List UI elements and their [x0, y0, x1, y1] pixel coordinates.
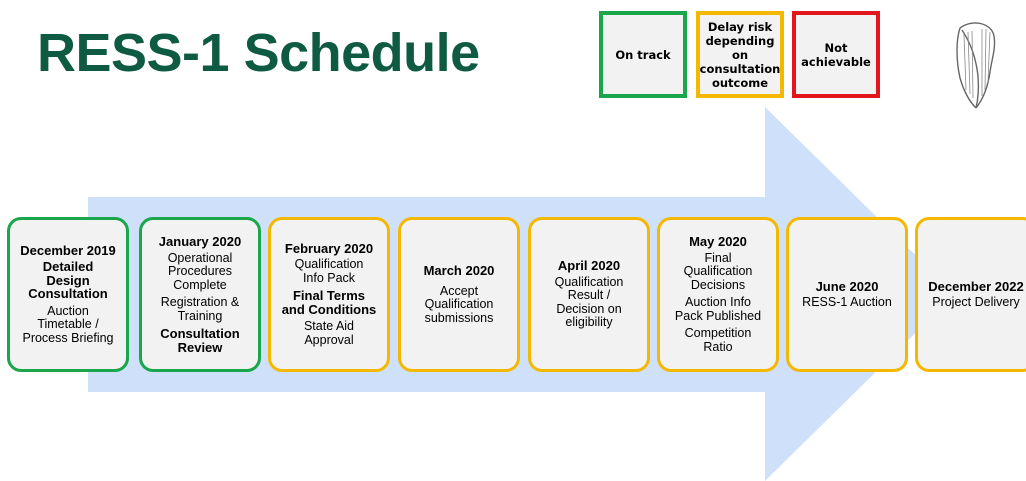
stage-date: May 2020 [689, 234, 747, 249]
stage-line: State Aid [303, 319, 355, 334]
stage-date: March 2020 [423, 263, 495, 278]
legend-on-track-label: On track [615, 47, 671, 62]
stage-line: Competition [684, 326, 752, 340]
stage-line: Detailed [42, 259, 94, 275]
legend-delay-line: outcome [711, 75, 769, 90]
stage-line: Review [177, 339, 223, 355]
stage-line: Qualification [554, 274, 624, 289]
stage-line: submissions [424, 310, 494, 325]
stage-line: RESS-1 Auction [802, 295, 892, 309]
stage-date: December 2019 [20, 242, 116, 258]
stage-line: Decisions [690, 277, 746, 292]
stage-line: Process Briefing [22, 330, 114, 345]
harp-crest-icon [956, 22, 996, 109]
stage-line: and Conditions [281, 301, 377, 317]
legend-delay-line: depending [705, 33, 775, 48]
stage-line: Info Pack [302, 270, 356, 285]
stage-line: Auction Info [684, 295, 751, 309]
stage-line: Consultation [160, 326, 240, 341]
stage-line: Qualification [294, 257, 364, 272]
stage-line: Design [46, 272, 90, 288]
stage-line: Registration & [160, 295, 240, 309]
stage-line: Procedures [168, 264, 232, 278]
stage-date: December 2022 [928, 278, 1024, 294]
legend-not-achievable-line: Not [824, 40, 848, 55]
stage-line: Final [704, 250, 732, 265]
stage-line: Qualification [424, 297, 494, 311]
legend-on-track: On track [599, 11, 687, 98]
stage-line: Ratio [703, 339, 733, 354]
legend-delay-risk: Delay risk depending on consultation out… [696, 11, 784, 98]
stage-line: Project Delivery [932, 295, 1020, 309]
stage-line: Operational [167, 250, 233, 265]
stage-line: Accept [439, 283, 479, 298]
stage-line: Timetable / [37, 317, 99, 332]
legend-delay-line: consultation [699, 61, 781, 76]
stage-line: Result / [567, 288, 611, 303]
stage-line: Qualification [683, 264, 753, 278]
legend-delay-line: Delay risk [707, 19, 773, 34]
legend-delay-line: on [731, 47, 749, 62]
legend-not-achievable-line: achievable [801, 54, 871, 69]
stage-date: January 2020 [158, 234, 242, 249]
stage-line: Complete [173, 277, 227, 292]
stage-line: Auction [47, 303, 89, 318]
stage-line: Training [177, 308, 223, 323]
legend-not-achievable: Not achievable [792, 11, 880, 98]
stage-line: Decision on [556, 301, 622, 316]
stage-date: February 2020 [284, 240, 374, 256]
stage-line: Consultation [28, 286, 108, 302]
page-title: RESS-1 Schedule [37, 23, 480, 83]
stage-line: Final Terms [292, 288, 365, 304]
stage-line: Approval [304, 332, 354, 347]
stage-line: Pack Published [674, 308, 762, 323]
stage-date: April 2020 [557, 258, 621, 274]
stage-line: eligibility [565, 315, 613, 330]
stage-date: June 2020 [815, 278, 879, 294]
